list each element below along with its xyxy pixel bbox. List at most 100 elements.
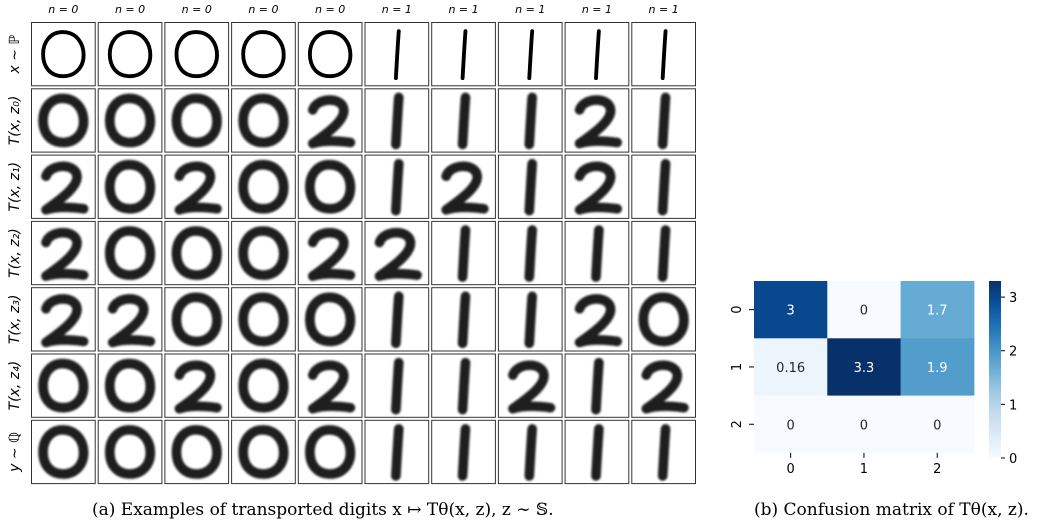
digit-glyph-2 (508, 360, 556, 414)
digit-cell (97, 353, 163, 418)
column-label: n = 0 (48, 3, 78, 16)
digit-glyph-1 (457, 291, 471, 349)
heatmap-cell (900, 395, 975, 454)
digit-glyph-2 (641, 360, 689, 414)
digit-cell (364, 353, 430, 418)
digit-glyph-1 (391, 424, 404, 481)
digit-glyph-0 (104, 425, 156, 479)
digit-glyph-1 (524, 92, 538, 150)
heatmap-value-label: 0 (860, 304, 868, 319)
digit-glyph-1 (591, 357, 604, 415)
digit-cell (364, 88, 430, 153)
digit-glyph-1 (391, 92, 404, 150)
digit-glyph-0 (38, 425, 89, 479)
digit-glyph-2 (574, 161, 623, 215)
digit-glyph-0 (238, 358, 289, 413)
digit-glyph-0 (238, 93, 289, 148)
digit-glyph-1 (594, 29, 601, 81)
digit-cell (431, 220, 496, 286)
digit-cell (564, 220, 630, 286)
digit-cell (231, 22, 296, 87)
row-label: y ∼ ℚ (7, 432, 23, 473)
digit-cell (631, 353, 696, 418)
digit-cell (364, 22, 430, 87)
digit-cell (31, 88, 96, 153)
digit-cell (497, 353, 563, 418)
digit-glyph-1 (591, 424, 604, 481)
x-tick-label: 1 (860, 462, 868, 477)
digit-cell (97, 287, 163, 352)
digit-cell (97, 88, 163, 153)
row-label: x ∼ ℙ (7, 35, 23, 75)
digit-glyph-0 (171, 226, 222, 280)
digit-cell (431, 287, 496, 352)
heatmap-value-label: 1.9 (927, 361, 948, 376)
digit-cell (631, 220, 696, 286)
digit-glyph-2 (441, 161, 489, 215)
colorbar-tick-label: 2 (1009, 345, 1017, 360)
digit-cell (231, 419, 296, 485)
digit-glyph-2 (307, 360, 356, 414)
digit-cell (97, 154, 163, 219)
column-label: n = 0 (182, 3, 212, 16)
colorbar (989, 281, 1001, 458)
digit-glyph-1 (657, 424, 671, 481)
heatmap-value-label: 0 (787, 418, 795, 433)
heatmap-cell (827, 338, 902, 397)
caption-b-text: (b) Confusion matrix of Tθ(x, z). (754, 500, 1029, 520)
digit-cell (564, 419, 630, 485)
digit-cell (97, 419, 163, 485)
colorbar-tick-label: 1 (1009, 398, 1017, 413)
digit-glyph-1 (391, 357, 404, 415)
digit-cell (31, 419, 96, 485)
column-label: n = 1 (382, 3, 412, 16)
digit-cell (31, 154, 96, 219)
digit-glyph-0 (38, 93, 89, 148)
digit-glyph-1 (457, 424, 471, 481)
digit-cell (364, 287, 430, 352)
row-label: T(x, z₀) (7, 96, 23, 146)
digit-cell (164, 22, 230, 87)
digit-glyph-1 (527, 29, 535, 81)
digit-cell (297, 88, 363, 153)
digit-glyph-0 (238, 292, 289, 347)
digit-glyph-0 (38, 358, 89, 413)
x-tick-label: 2 (933, 462, 941, 477)
heatmap-value-label: 0 (860, 418, 868, 433)
digit-cell (231, 154, 296, 219)
digit-cell (564, 154, 630, 219)
digit-glyph-0 (171, 292, 222, 347)
digit-glyph-0 (171, 425, 222, 479)
digit-cell (497, 88, 563, 153)
heatmap-value-label: 1.7 (927, 304, 948, 319)
caption-b: (b) Confusion matrix of Tθ(x, z). (754, 500, 1029, 520)
digit-cell (631, 154, 696, 219)
digit-cell (297, 220, 363, 286)
digit-cell (631, 22, 696, 87)
digit-cell (297, 22, 363, 87)
digit-glyph-2 (41, 227, 89, 281)
digit-cell (431, 88, 496, 153)
digit-cell (164, 287, 230, 352)
digit-glyph-0 (104, 93, 156, 148)
y-tick-label: 0 (730, 306, 745, 314)
digit-cell (297, 419, 363, 485)
row-label: T(x, z₃) (7, 295, 23, 345)
digit-glyph-0 (238, 425, 289, 479)
digit-glyph-1 (657, 158, 671, 216)
column-label: n = 1 (448, 3, 478, 16)
digit-cell (631, 419, 696, 485)
heatmap-cell (754, 395, 828, 454)
digit-glyph-1 (524, 291, 538, 349)
digit-glyph-1 (457, 92, 471, 150)
digit-cell (231, 220, 296, 286)
digit-cell (231, 88, 296, 153)
digit-cell (364, 419, 430, 485)
row-label: T(x, z₂) (7, 228, 23, 278)
column-label: n = 1 (515, 3, 545, 16)
digit-cell (297, 353, 363, 418)
column-label: n = 0 (315, 3, 345, 16)
column-label: n = 1 (582, 3, 612, 16)
digit-glyph-2 (174, 360, 222, 414)
